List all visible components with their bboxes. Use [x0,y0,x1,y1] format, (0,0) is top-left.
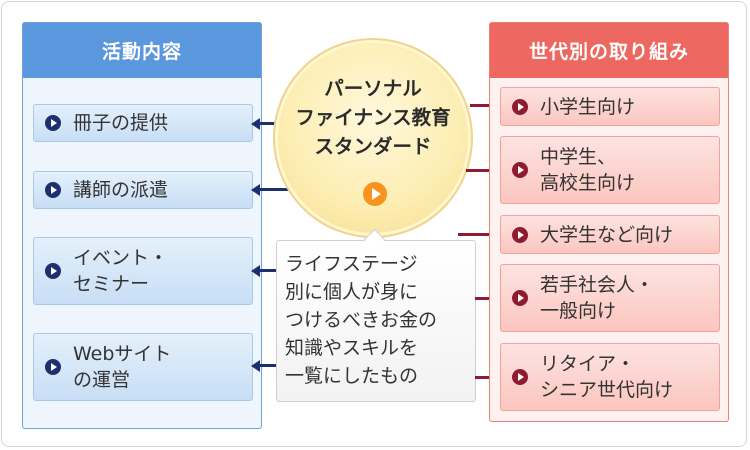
arrow-left-icon [251,359,260,372]
generation-item-retirees[interactable]: リタイア・ シニア世代向け [500,343,720,411]
play-bullet-icon [512,98,528,115]
connector-line [475,297,492,300]
activities-panel-title: 活動内容 [23,23,261,78]
generations-panel-title: 世代別の取り組み [490,23,728,78]
pf-education-standard-circle[interactable]: パーソナル ファイナンス教育 スタンダード [273,38,473,238]
description-callout: ライフステージ 別に個人が身に つけるべきお金の 知識やスキルを 一覧にしたもの [276,240,476,402]
play-bullet-icon [512,226,528,243]
activity-item-label: Webサイト の運営 [73,343,172,391]
generation-item-label: 中学生、 高校生向け [540,146,636,194]
connector-line [259,122,279,125]
activity-item-website[interactable]: Webサイト の運営 [33,333,253,401]
arrow-left-icon [251,117,260,130]
generation-item-label: 大学生など向け [540,223,674,246]
center-title: パーソナル ファイナンス教育 スタンダード [295,77,451,158]
play-bullet-icon [512,162,528,178]
generation-item-label: リタイア・ シニア世代向け [540,353,674,401]
play-bullet-icon [45,182,61,198]
play-bullet-icon [45,359,61,375]
generation-item-young-adults[interactable]: 若手社会人・ 一般向け [500,264,720,332]
connector-line [470,104,492,107]
arrow-left-icon [251,183,260,196]
connector-line [259,188,293,191]
activities-panel: 活動内容 冊子の提供 講師の派遣 イベント・ セミナー Webサイト の運営 [22,22,262,429]
activity-item-lecturer[interactable]: 講師の派遣 [33,171,253,209]
connector-line [259,364,277,367]
play-bullet-icon [512,290,528,306]
connector-line [259,269,277,272]
connector-line [458,233,492,236]
connector-line [466,169,492,172]
generation-item-label: 小学生向け [540,95,636,118]
arrow-left-icon [251,264,260,277]
generation-item-university[interactable]: 大学生など向け [500,215,720,254]
generations-panel: 世代別の取り組み 小学生向け 中学生、 高校生向け 大学生など向け 若手社会人・… [489,22,729,422]
activity-item-label: 冊子の提供 [73,112,169,134]
play-bullet-icon [45,263,61,279]
activity-item-booklet[interactable]: 冊子の提供 [33,104,253,142]
activity-item-events[interactable]: イベント・ セミナー [33,237,253,305]
generation-item-junior-senior-high[interactable]: 中学生、 高校生向け [500,136,720,204]
play-bullet-icon [45,115,61,131]
play-icon[interactable] [363,182,387,206]
generation-item-elementary[interactable]: 小学生向け [500,87,720,126]
play-bullet-icon [512,369,528,385]
activity-item-label: イベント・ セミナー [73,247,169,295]
connector-line [475,376,492,379]
activity-item-label: 講師の派遣 [73,179,169,201]
generation-item-label: 若手社会人・ 一般向け [540,274,655,322]
